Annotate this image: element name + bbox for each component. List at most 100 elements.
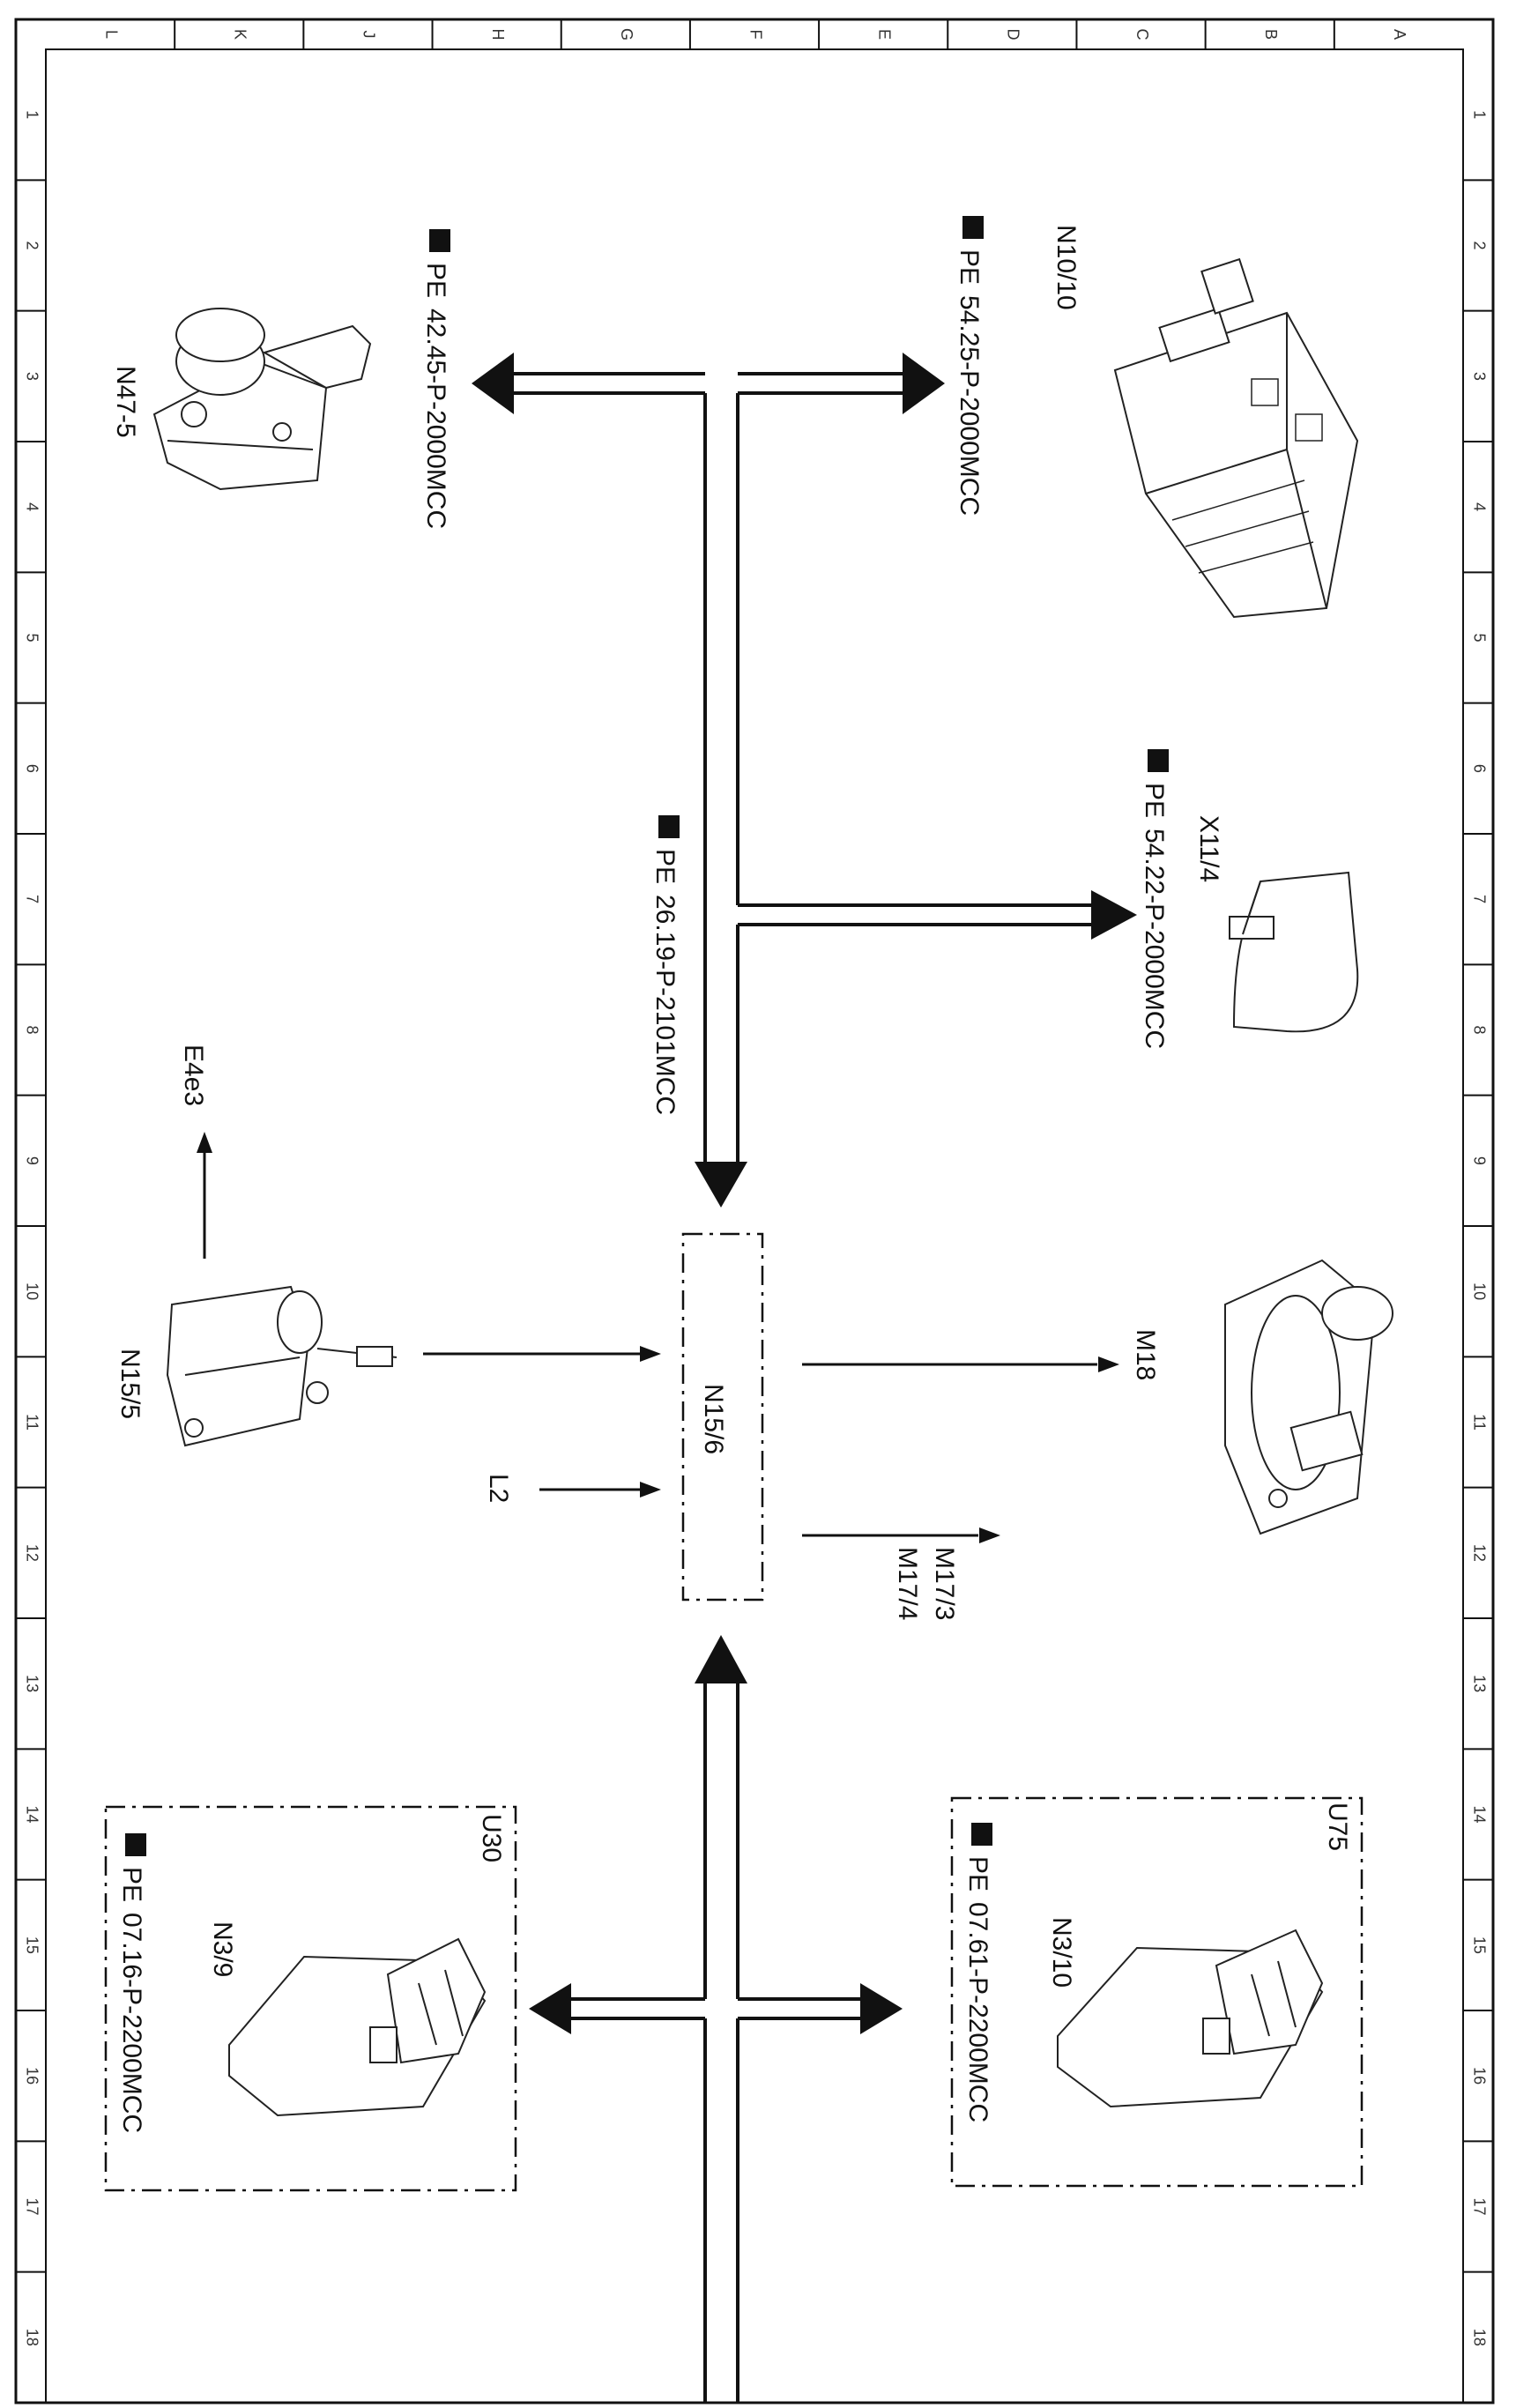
label-x11-4: X11/4 [1194, 815, 1223, 882]
label-n15-6: N15/6 [699, 1384, 728, 1454]
ref-n3-9: PE 07.16-P-2200MCC [117, 1833, 146, 2133]
label-n10-10: N10/10 [1052, 225, 1081, 310]
grid-row-label: 17 [23, 2197, 41, 2215]
ref-n10-10: PE 54.25-P-2000MCC [955, 216, 984, 516]
label-n47-5: N47-5 [111, 366, 140, 438]
label-n3-9: N3/9 [208, 1921, 237, 1977]
hand-pointing-book-icon [658, 815, 680, 838]
x11-4-component-image [1229, 871, 1359, 1033]
grid-row-label: 11 [23, 1414, 41, 1431]
grid-row-label: 11 [1470, 1414, 1488, 1431]
grid-column-label: L [102, 30, 120, 39]
n10-10-component-image [1113, 257, 1359, 619]
grid-row-label: 9 [23, 1156, 41, 1165]
grid-column-label: A [1391, 29, 1408, 40]
label-e4e3: E4e3 [179, 1044, 208, 1106]
grid-row-label: 3 [23, 372, 41, 381]
u30-box [104, 1805, 517, 2192]
ref-text-bus: 26.19-P-2101MCC [650, 895, 680, 1115]
lower-bus [564, 1682, 864, 2403]
grid-row-label: 13 [23, 1675, 41, 1692]
u75-box [950, 1796, 1364, 2188]
ref-bus: PE 26.19-P-2101MCC [650, 815, 680, 1115]
pe-label: PE [421, 263, 450, 298]
upper-bus-arrowheads [472, 353, 1137, 1208]
hand-pointing-book-icon [429, 229, 450, 252]
grid-row-label: 18 [23, 2329, 41, 2346]
grid-column-label: K [232, 29, 249, 40]
grid-row-label: 2 [23, 241, 41, 249]
ref-text-n3-10: 07.61-P-2200MCC [963, 1902, 992, 2122]
grid-row-label: 12 [23, 1544, 41, 1562]
label-u75: U75 [1323, 1802, 1352, 1851]
grid-row-label: 12 [1470, 1544, 1488, 1562]
hand-pointing-book-icon [971, 1823, 992, 1846]
grid-column-label: H [489, 29, 507, 41]
n15-5-component-image [166, 1285, 398, 1447]
grid-row-label: 10 [1470, 1282, 1488, 1300]
grid-column-label: F [747, 30, 764, 40]
grid-row-label: 6 [1470, 764, 1488, 773]
pe-label: PE [963, 1856, 992, 1891]
ref-n47-5: PE 42.45-P-2000MCC [421, 229, 450, 529]
label-n3-10: N3/10 [1047, 1917, 1076, 1988]
grid-column-label: J [360, 31, 378, 39]
ref-text-n47-5: 42.45-P-2000MCC [421, 308, 450, 529]
n3-9-component-image [228, 1937, 487, 2117]
grid-row-label: 8 [23, 1025, 41, 1034]
grid-row-label: 16 [23, 2067, 41, 2085]
ref-text-n10-10: 54.25-P-2000MCC [955, 295, 984, 516]
grid-column-label: B [1262, 29, 1280, 40]
lower-bus-arrowheads [529, 1635, 903, 2034]
pe-label: PE [1140, 783, 1169, 818]
grid-row-label: 8 [1470, 1025, 1488, 1034]
grid-row-label: 18 [1470, 2329, 1488, 2346]
m18-component-image [1224, 1259, 1393, 1535]
grid-row-label: 1 [23, 110, 41, 119]
ref-text-n3-9: 07.16-P-2200MCC [117, 1913, 146, 2133]
grid-row-label: 4 [23, 502, 41, 511]
grid-row-label: 5 [1470, 633, 1488, 642]
grid-row-label: 9 [1470, 1156, 1488, 1165]
grid-row-label: 16 [1470, 2067, 1488, 2085]
grid-column-label: G [618, 28, 635, 41]
ref-n3-10: PE 07.61-P-2200MCC [963, 1823, 992, 2122]
pe-label: PE [955, 249, 984, 285]
grid-row-label: 3 [1470, 372, 1488, 381]
grid-row-label: 13 [1470, 1675, 1488, 1692]
n15-6-box [681, 1232, 764, 1602]
pe-label: PE [117, 1867, 146, 1902]
grid-row-label: 7 [23, 895, 41, 903]
hand-pointing-book-icon [1148, 749, 1169, 772]
grid-row-label: 2 [1470, 241, 1488, 249]
grid-column-label: D [1005, 29, 1022, 41]
label-u30: U30 [477, 1814, 506, 1862]
hand-pointing-book-icon [125, 1833, 146, 1856]
grid-row-label: 4 [1470, 502, 1488, 511]
grid-row-label: 6 [23, 764, 41, 773]
grid-row-label: 14 [1470, 1805, 1488, 1823]
ref-x11-4: PE 54.22-P-2000MCC [1140, 749, 1169, 1049]
grid-row-label: 14 [23, 1805, 41, 1823]
label-m17-4: M17/4 [893, 1547, 922, 1620]
grid-row-label: 15 [23, 1936, 41, 1954]
upper-bus [507, 372, 1093, 1168]
grid-row-label: 5 [23, 633, 41, 642]
label-l2: L2 [484, 1474, 513, 1503]
signal-lines [203, 1146, 1097, 1537]
grid-row-label: 10 [23, 1282, 41, 1300]
grid-column-label: E [875, 29, 893, 40]
label-m18: M18 [1131, 1329, 1160, 1380]
hand-pointing-book-icon [962, 216, 984, 239]
grid-column-label: C [1133, 29, 1151, 41]
signal-arrowheads [197, 1132, 1119, 1543]
label-m17-3: M17/3 [930, 1547, 959, 1620]
grid-row-label: 17 [1470, 2197, 1488, 2215]
ref-text-x11-4: 54.22-P-2000MCC [1140, 829, 1169, 1049]
n47-5-component-image [152, 308, 372, 491]
pe-label: PE [650, 849, 680, 884]
grid-row-label: 15 [1470, 1936, 1488, 1954]
